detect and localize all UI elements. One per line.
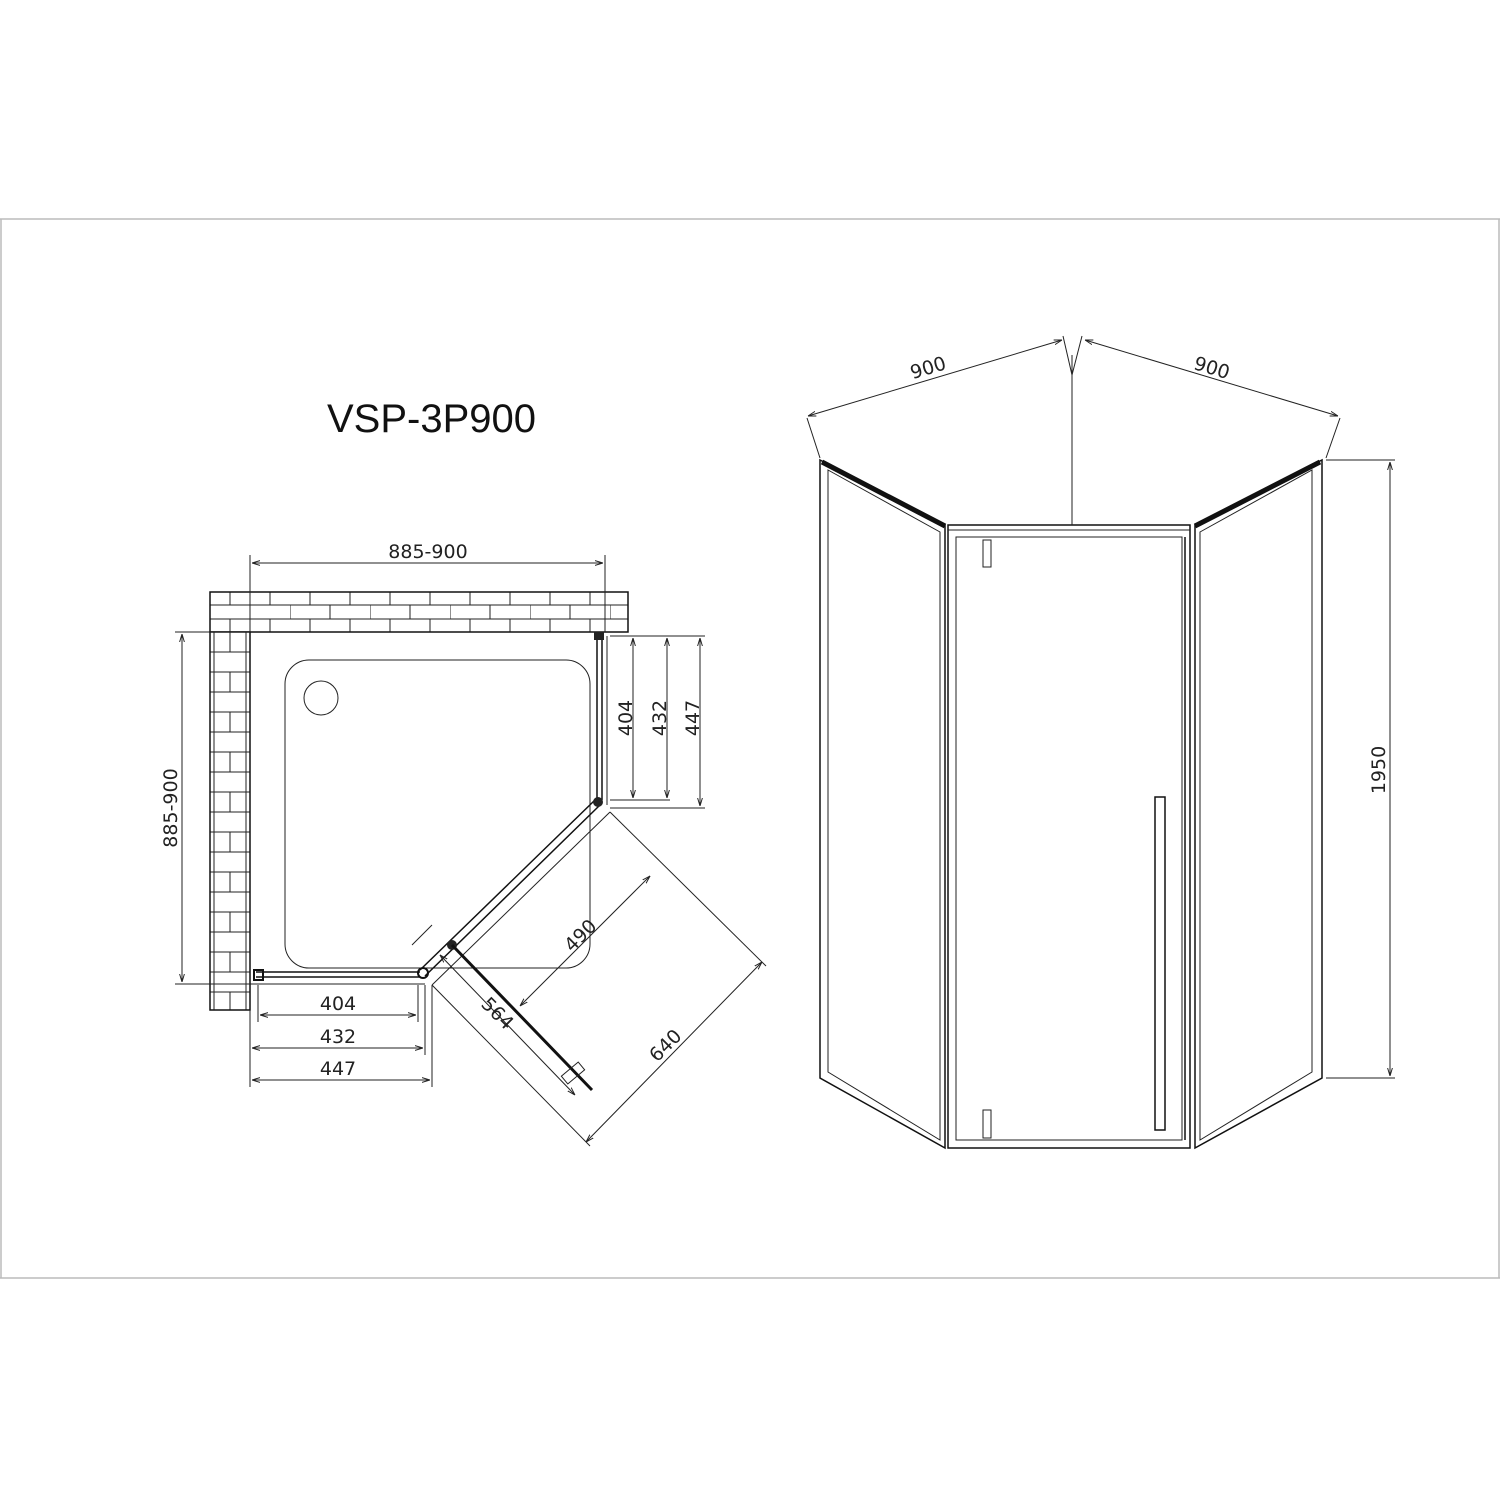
back-wall bbox=[209, 591, 629, 633]
door-handle bbox=[1154, 796, 1166, 1131]
right-dim-432: 432 bbox=[649, 700, 671, 736]
right-width-dim: 900 bbox=[1191, 352, 1232, 384]
fixed-panel-right bbox=[594, 632, 608, 805]
door-closed bbox=[417, 797, 611, 986]
width-dimension: 885-900 bbox=[388, 541, 467, 563]
top-hinge-icon bbox=[982, 539, 992, 568]
door-opening-dim: 490 bbox=[560, 915, 601, 956]
right-dim-404: 404 bbox=[615, 700, 637, 736]
bottom-dim-404: 404 bbox=[320, 993, 356, 1015]
side-wall bbox=[209, 631, 251, 1011]
right-dim-447: 447 bbox=[682, 700, 704, 736]
bottom-hinge-icon bbox=[982, 1109, 992, 1139]
model-title: VSP-3P900 bbox=[327, 397, 536, 441]
left-panel bbox=[819, 458, 947, 1150]
height-dim: 1950 bbox=[1368, 746, 1390, 794]
depth-dimension: 885-900 bbox=[160, 768, 182, 847]
drain-icon bbox=[303, 680, 339, 716]
fixed-panel-bottom bbox=[250, 969, 425, 985]
door-panel bbox=[947, 524, 1191, 1149]
bottom-dim-447: 447 bbox=[320, 1058, 356, 1080]
door-swing-dim: 640 bbox=[645, 1025, 686, 1066]
elevation-view: 900 900 1950 bbox=[806, 335, 1395, 1150]
bottom-dim-432: 432 bbox=[320, 1026, 356, 1048]
sheet-border bbox=[0, 218, 1500, 1279]
left-width-dim: 900 bbox=[908, 352, 949, 384]
right-panel bbox=[1193, 458, 1323, 1150]
plan-view: 885-900 885-900 404 432 447 404 432 447 bbox=[160, 541, 767, 1147]
shower-tray bbox=[284, 659, 591, 969]
